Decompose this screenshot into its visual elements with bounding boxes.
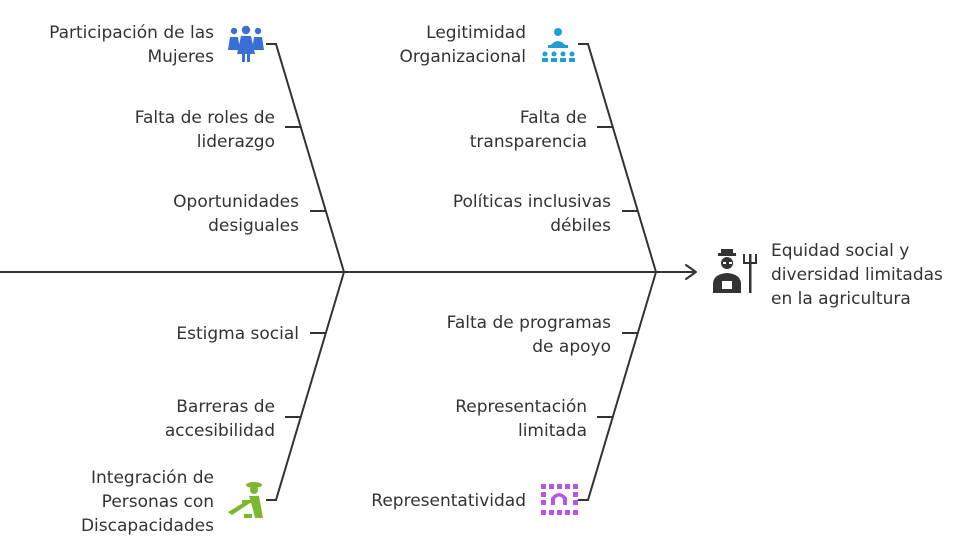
farmer-pitchfork-icon bbox=[713, 249, 757, 293]
category-label-disability: Integración de Personas con Discapacidad… bbox=[80, 468, 214, 536]
bone-legitimacy bbox=[578, 43, 657, 273]
women-group-icon bbox=[228, 25, 264, 62]
cause-label-legitimacy-2: Políticas inclusivas débiles bbox=[452, 192, 611, 236]
person-farming-icon bbox=[228, 482, 263, 518]
representation-grid-icon bbox=[541, 484, 578, 515]
spine-arrowhead bbox=[685, 264, 697, 280]
cause-label-women-2: Oportunidades desiguales bbox=[173, 192, 299, 236]
category-label-legitimacy: Legitimidad Organizacional bbox=[399, 23, 526, 67]
effect-label: Equidad social y diversidad limitadas en… bbox=[771, 241, 943, 309]
cause-label-women-1: Falta de roles de liderazgo bbox=[134, 108, 275, 152]
category-label-women: Participación de las Mujeres bbox=[49, 23, 214, 67]
cause-label-disability-2: Barreras de accesibilidad bbox=[164, 397, 275, 441]
bone-women bbox=[266, 43, 345, 273]
cause-label-disability-1: Estigma social bbox=[176, 324, 299, 344]
bone-representation bbox=[578, 271, 657, 501]
cause-label-legitimacy-1: Falta de transparencia bbox=[469, 108, 587, 152]
category-label-representation: Representatividad bbox=[371, 491, 526, 511]
leader-audience-icon bbox=[542, 28, 575, 62]
bone-disability bbox=[266, 271, 345, 501]
cause-label-representation-1: Falta de programas de apoyo bbox=[446, 313, 611, 357]
cause-label-representation-2: Representación limitada bbox=[455, 397, 587, 441]
